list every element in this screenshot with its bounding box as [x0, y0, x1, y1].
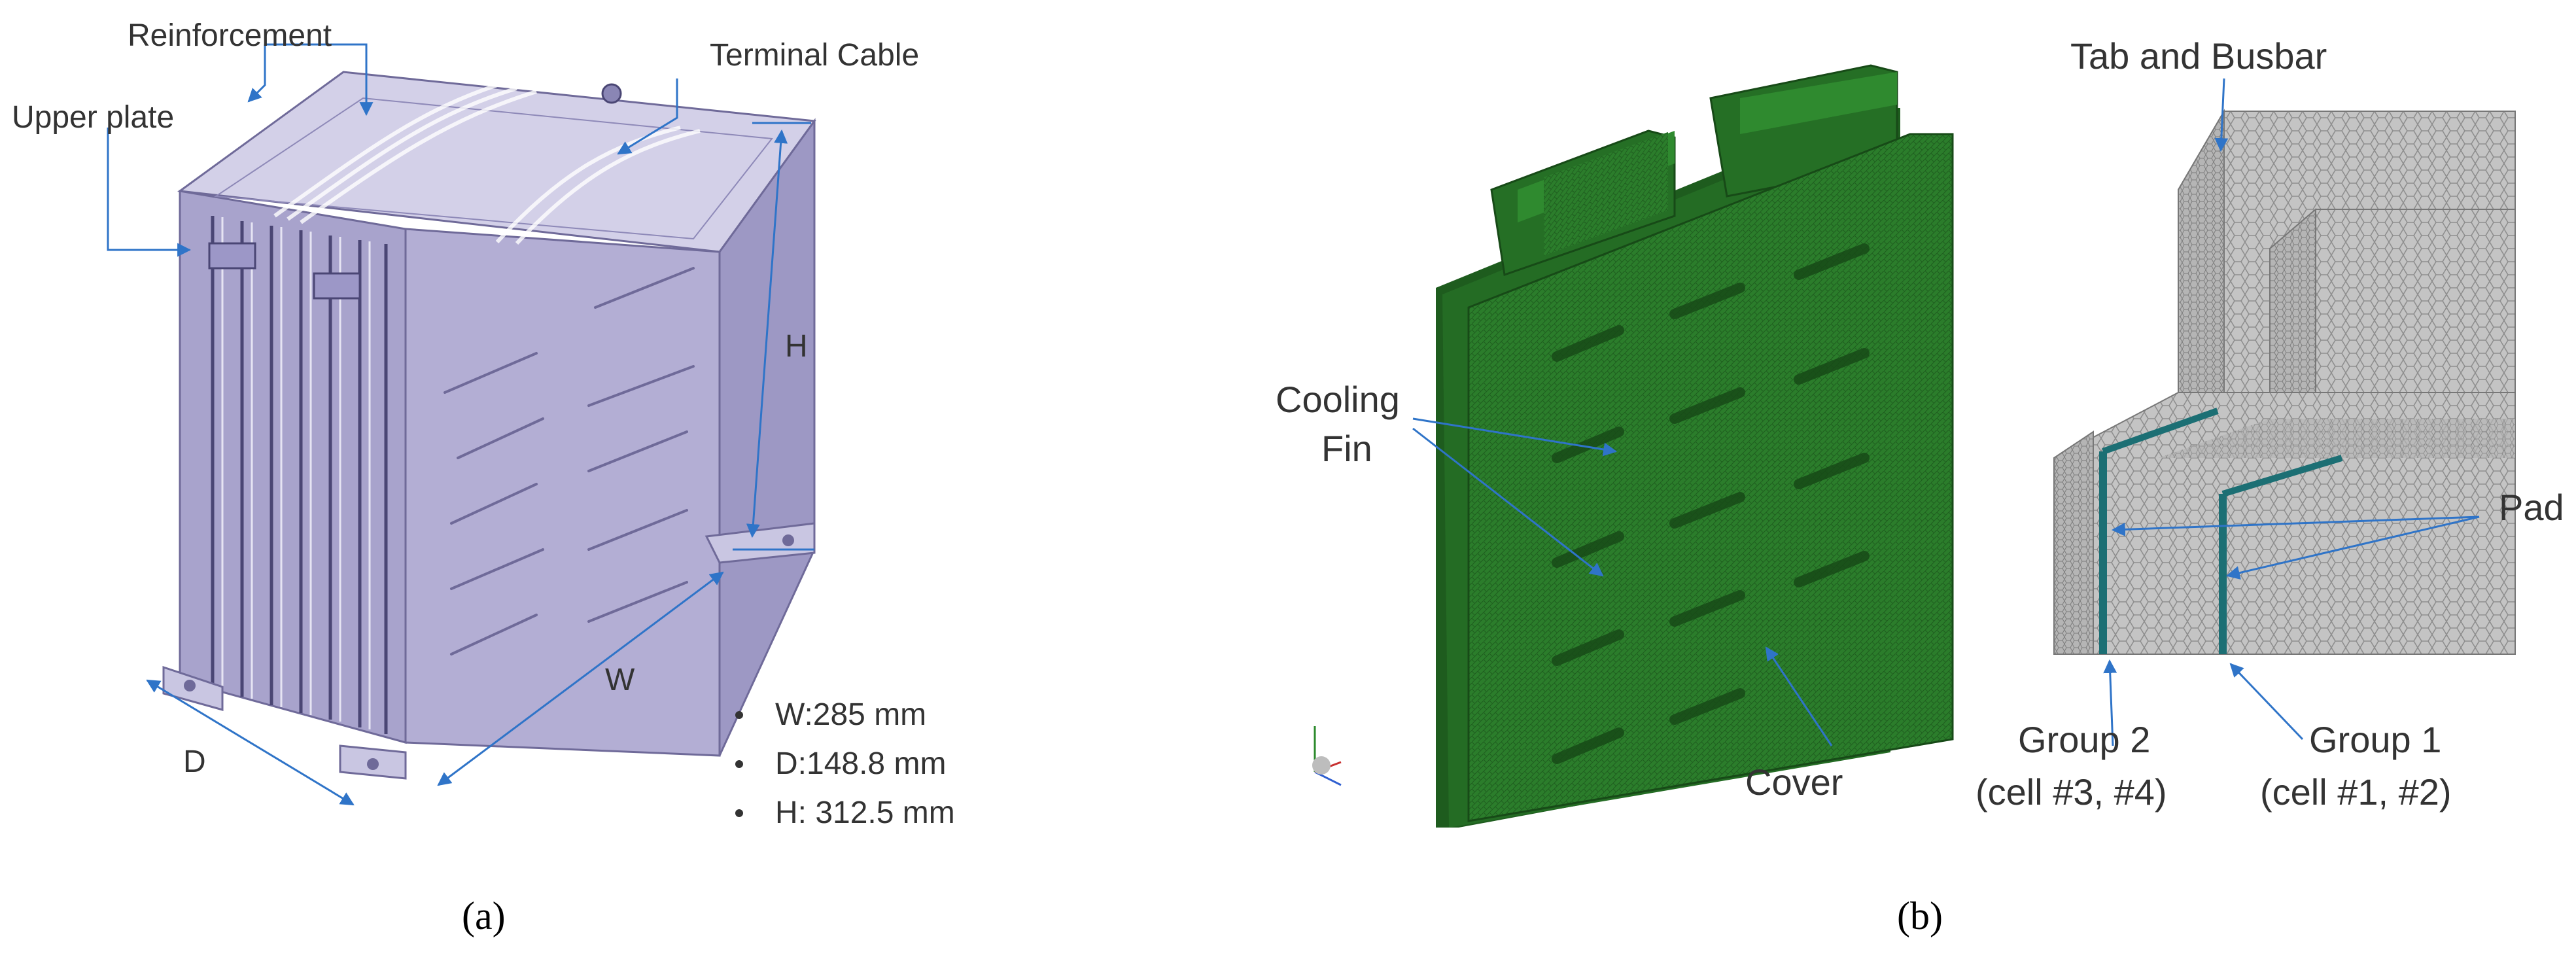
- cooling-plate-mesh: [1436, 64, 1954, 828]
- dimension-d-label: D: [183, 744, 206, 779]
- spec-w: W:285 mm: [775, 697, 926, 732]
- spec-d: D:148.8 mm: [775, 746, 946, 781]
- label-group-2: Group 2: [2018, 719, 2150, 760]
- caption-b: (b): [1897, 894, 1943, 937]
- dimension-w-label: W: [605, 663, 635, 697]
- dimension-spec-list: W:285 mm D:148.8 mm H: 312.5 mm: [735, 697, 955, 830]
- tab-busbar-mesh-detail: [2053, 109, 2516, 655]
- battery-module-illustration: [162, 71, 816, 780]
- label-cooling-fin-line1: Cooling: [1276, 379, 1400, 420]
- label-cover: Cover: [1745, 761, 1843, 803]
- panel-a-annotations: Reinforcement Upper plate Terminal Cable…: [12, 18, 919, 806]
- axis-triad-icon: [1312, 726, 1342, 786]
- dimension-h-label: H: [785, 329, 808, 364]
- panel-b-green-annotations: Cooling Fin Cover: [1276, 379, 1843, 803]
- label-tab-busbar: Tab and Busbar: [2070, 35, 2327, 77]
- label-upper-plate: Upper plate: [12, 100, 174, 135]
- panel-b-gray-annotations: Tab and Busbar Pad Group 2 (cell #3, #4)…: [1976, 35, 2564, 812]
- spec-h: H: 312.5 mm: [775, 795, 955, 830]
- caption-a: (a): [462, 894, 506, 937]
- label-group-2-cells: (cell #3, #4): [1976, 771, 2167, 812]
- label-group-1-cells: (cell #1, #2): [2260, 771, 2452, 812]
- label-reinforcement: Reinforcement: [128, 18, 332, 53]
- label-group-1: Group 1: [2309, 719, 2441, 760]
- label-terminal-cable: Terminal Cable: [710, 38, 919, 73]
- label-cooling-fin-line2: Fin: [1321, 428, 1372, 469]
- label-pad: Pad: [2499, 487, 2564, 528]
